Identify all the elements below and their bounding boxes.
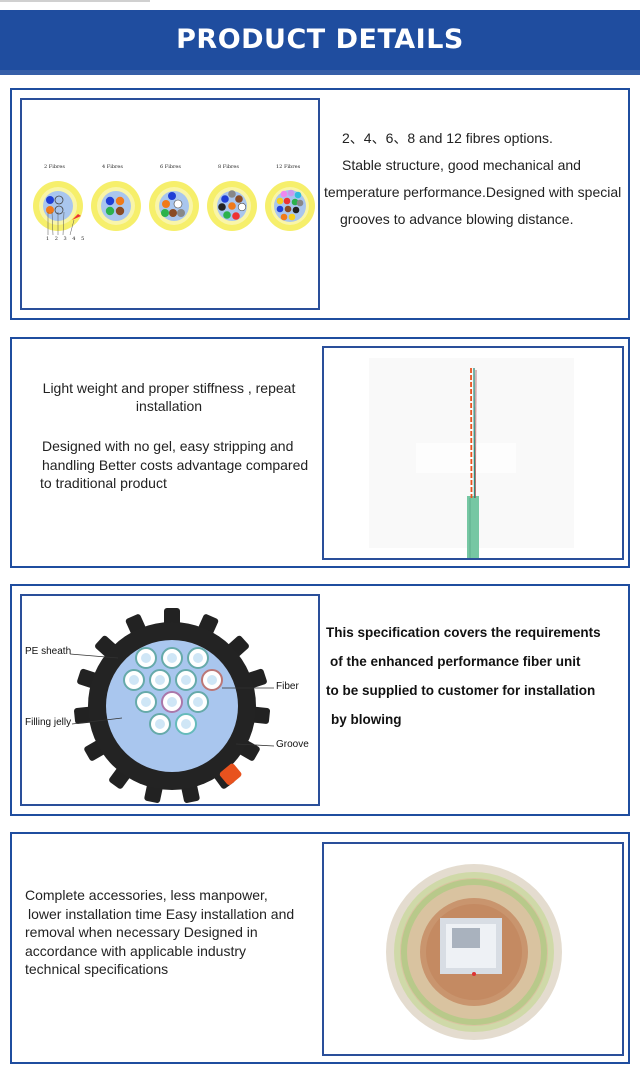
label-6-fibres: 6 Fibres [160, 164, 181, 170]
text-line: to traditional product [40, 475, 167, 491]
text-line: Designed with no gel, easy stripping and [42, 438, 294, 454]
text-line: by blowing [331, 712, 402, 727]
text-line: handling Better costs advantage compared [42, 456, 309, 473]
page-header: PRODUCT DETAILS [0, 10, 640, 70]
label-pe-sheath: PE sheath [25, 646, 72, 657]
fiber-unit-photo [322, 346, 624, 560]
text-line: accordance with applicable industry [25, 942, 247, 959]
fiber-unit-illustration [324, 348, 622, 558]
fiber-reel-photo [322, 842, 624, 1056]
text-line: grooves to advance blowing distance. [340, 211, 574, 227]
fibre-4-cross-section [91, 181, 141, 231]
cable-cross-section-image: PE sheath Filling jelly Fiber Groove [20, 594, 320, 806]
section-accessories: Complete accessories, less manpower, low… [10, 832, 630, 1064]
section-light-weight: Light weight and proper stiffness , repe… [10, 337, 630, 568]
text-line: technical specifications [25, 961, 169, 977]
text-line: This specification covers the requiremen… [326, 625, 601, 640]
fibre-options-diagram [33, 181, 315, 236]
no-gel-text: Designed with no gel, easy stripping and… [32, 437, 322, 493]
label-groove: Groove [276, 739, 309, 750]
label-filling-jelly: Filling jelly [25, 717, 72, 728]
text-line: installation [135, 398, 203, 414]
label-fiber: Fiber [276, 681, 299, 692]
fibre-8-cross-section [207, 181, 257, 231]
fibre-cross-section-image: 2 Fibres 4 Fibres 6 Fibres 8 Fibres 12 F… [20, 98, 320, 310]
text-line: lower installation time Easy installatio… [28, 905, 295, 922]
page-title: PRODUCT DETAILS [176, 24, 464, 55]
fibre-options-text: 2、4、6、8 and 12 fibres options. Stable st… [324, 125, 626, 233]
top-hairline [0, 0, 150, 2]
label-8-fibres: 8 Fibres [218, 164, 239, 170]
text-line: Complete accessories, less manpower, [25, 887, 268, 903]
fiber-reel-illustration [324, 844, 622, 1054]
fibre-6-cross-section [149, 181, 199, 231]
section-fibre-options: 2 Fibres 4 Fibres 6 Fibres 8 Fibres 12 F… [10, 88, 630, 320]
specification-text: This specification covers the requiremen… [326, 618, 626, 734]
fibre-12-cross-section [265, 181, 315, 231]
header-underline [0, 70, 640, 75]
text-line: temperature performance.Designed with sp… [324, 184, 622, 200]
fiber-number-labels: 1 2 3 4 5 [46, 236, 87, 242]
cable-cross-section-diagram [69, 608, 275, 803]
accessories-text: Complete accessories, less manpower, low… [25, 886, 319, 979]
label-4-fibres: 4 Fibres [102, 164, 123, 170]
text-line: Light weight and proper stiffness , repe… [42, 380, 296, 396]
text-line: to be supplied to customer for installat… [326, 683, 596, 698]
text-line: Stable structure, good mechanical and [342, 157, 581, 173]
light-weight-text: Light weight and proper stiffness , repe… [26, 379, 312, 415]
label-2-fibres: 2 Fibres [44, 164, 65, 170]
fibre-2-cross-section [33, 181, 83, 236]
text-line: of the enhanced performance fiber unit [330, 654, 581, 669]
text-line: 2、4、6、8 and 12 fibres options. [342, 130, 553, 146]
label-12-fibres: 12 Fibres [276, 164, 301, 170]
section-specification: PE sheath Filling jelly Fiber Groove Thi… [10, 584, 630, 816]
text-line: removal when necessary Designed in [25, 924, 258, 940]
